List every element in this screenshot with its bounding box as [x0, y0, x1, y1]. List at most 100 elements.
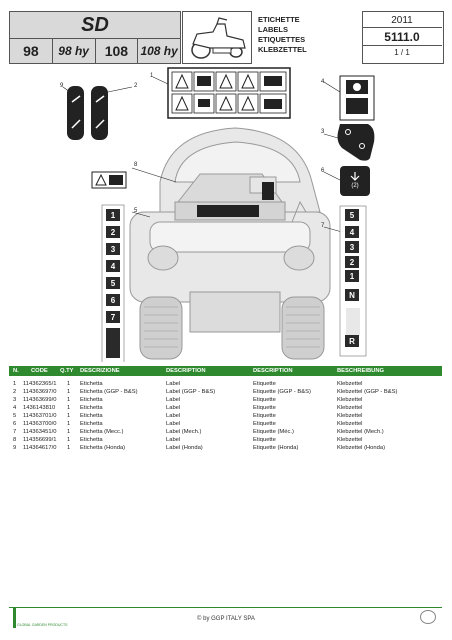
gear-tag-left: 5 [106, 277, 120, 289]
label-name-en: LABELS [258, 25, 288, 34]
ggp-logo-icon [13, 608, 68, 628]
gear-tag-left: 7 [106, 311, 120, 323]
decal-6-badge [340, 166, 370, 196]
parts-table-body: 1 114362365/1 1 Etichetta Label Etiquett… [9, 380, 442, 460]
cell-desc-fr: Etiquette (Honda) [253, 445, 299, 451]
cell-desc-it: Etichetta (Mecc.) [80, 429, 124, 435]
doc-page: 1 / 1 [394, 48, 410, 57]
cell-n: 4 [13, 405, 17, 411]
cell-desc-en: Label [166, 437, 181, 443]
callout-1: 1 [150, 73, 154, 79]
table-row: 2 114363697/0 1 Etichetta (GGP - B&S) La… [9, 388, 442, 396]
cell-desc-en: Label [166, 381, 181, 387]
cell-desc-de: Klebzettel [337, 397, 363, 403]
decal-2-dash [197, 205, 259, 217]
cell-desc-fr: Etiquette [253, 437, 276, 443]
variant-108-hy: 108 hy [138, 39, 180, 63]
cell-desc-fr: Etiquette [253, 413, 276, 419]
model-title: SD [9, 11, 181, 39]
doc-divider [362, 45, 442, 46]
doc-code: 5111.0 [384, 30, 420, 44]
cell-qty: 1 [67, 445, 71, 451]
gear-tag-right: 2 [345, 256, 359, 268]
cell-desc-de: Klebzettel [337, 413, 363, 419]
model-variants: 98 98 hy 108 108 hy [9, 38, 181, 64]
cell-n: 6 [13, 421, 17, 427]
cell-desc-fr: Etiquette [253, 397, 276, 403]
table-row: 9 114364617/0 1 Etichetta (Honda) Label … [9, 444, 442, 452]
callout-8: 8 [134, 162, 138, 168]
col-desc-en: DESCRIPTION [166, 368, 206, 374]
col-qty: Q.TY [60, 368, 74, 374]
cell-desc-de: Klebzettel (GGP - B&S) [337, 389, 398, 395]
cell-desc-it: Etichetta (Honda) [80, 445, 126, 451]
gear-tag-right: 5 [345, 209, 359, 221]
callout-6: 6 [321, 168, 325, 174]
label-name-fr: ETIQUETTES [258, 35, 306, 44]
gear-tag-left: 1 [106, 209, 120, 221]
cell-qty: 1 [67, 413, 71, 419]
callout-9: 9 [60, 83, 64, 89]
label-names-block: ETICHETTE LABELS ETIQUETTES KLEBZETTEL [258, 15, 328, 55]
cell-code: 114364617/0 [23, 445, 57, 451]
variant-98: 98 [10, 39, 53, 63]
cell-desc-de: Klebzettel (Honda) [337, 445, 386, 451]
cell-desc-en: Label (Honda) [166, 445, 203, 451]
cell-desc-fr: Etiquette [253, 421, 276, 427]
cell-n: 9 [13, 445, 17, 451]
cell-code: 1436143810 [23, 405, 56, 411]
cell-qty: 1 [67, 389, 71, 395]
cell-desc-fr: Etiquette (GGP - B&S) [253, 389, 311, 395]
tractor-icon [191, 17, 246, 59]
cell-desc-de: Klebzettel [337, 381, 363, 387]
table-row: 5 114363701/0 1 Etichetta Label Etiquett… [9, 412, 442, 420]
cell-n: 7 [13, 429, 17, 435]
cell-desc-en: Label [166, 413, 181, 419]
variant-98-hy: 98 hy [52, 39, 96, 63]
table-row: 7 114363451/0 1 Etichetta (Mecc.) Label … [9, 428, 442, 436]
col-code: CODE [31, 368, 48, 374]
cell-n: 8 [13, 437, 17, 443]
cell-desc-it: Etichetta (GGP - B&S) [80, 389, 138, 395]
table-row: 3 114363699/0 1 Etichetta Label Etiquett… [9, 396, 442, 404]
cell-qty: 1 [67, 381, 71, 387]
cell-desc-en: Label (Mech.) [166, 429, 202, 435]
tractor-diagram [62, 67, 375, 362]
tire-treads [144, 306, 320, 348]
cell-qty: 1 [67, 437, 71, 443]
cell-qty: 1 [67, 397, 71, 403]
cell-desc-fr: Etiquette [253, 381, 276, 387]
doc-divider [362, 27, 442, 28]
cell-code: 114363701/0 [23, 413, 57, 419]
gear-tag-right: 1 [345, 270, 359, 282]
tractor-thumbnail [182, 11, 252, 64]
gear-tag-left: 2 [106, 226, 120, 238]
col-n: N. [13, 368, 19, 374]
gear-tag-right: 3 [345, 241, 359, 253]
logo-text: GLOBAL GARDEN PRODUCTS [17, 623, 68, 627]
cell-desc-en: Label [166, 397, 181, 403]
decal-3-key-switch [337, 124, 375, 161]
variant-108: 108 [95, 39, 139, 63]
callout-2: 2 [134, 83, 138, 89]
callout-3: 3 [321, 129, 325, 135]
cell-desc-it: Etichetta [80, 421, 103, 427]
callout-5: 5 [134, 208, 138, 214]
cell-code: 114362365/1 [23, 381, 57, 387]
cell-code: 114363699/0 [23, 397, 57, 403]
cell-desc-en: Label [166, 405, 181, 411]
gear-tag-left: 6 [106, 294, 120, 306]
cell-qty: 1 [67, 421, 71, 427]
callout-4: 4 [321, 79, 325, 85]
cell-desc-it: Etichetta [80, 397, 103, 403]
decal-8-panel [91, 171, 127, 189]
footer-copyright: © by GGP ITALY SPA [197, 616, 255, 622]
gear-tag-left: 4 [106, 260, 120, 272]
gear-tag-right: R [345, 335, 359, 347]
callout-7: 7 [321, 223, 325, 229]
cell-desc-en: Label [166, 421, 181, 427]
cell-n: 3 [13, 397, 17, 403]
cell-n: 2 [13, 389, 17, 395]
cell-desc-de: Klebzettel [337, 421, 363, 427]
cell-desc-it: Etichetta [80, 405, 103, 411]
